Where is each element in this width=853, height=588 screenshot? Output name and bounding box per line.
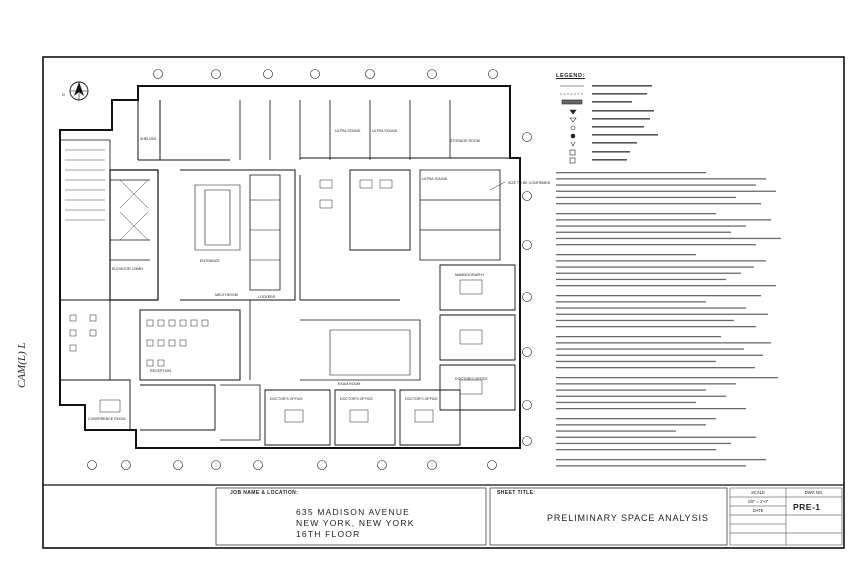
legend-title: LEGEND: [556,73,585,79]
room-reception: RECEPTION [150,369,171,373]
column-grid-bubbles-right [522,132,532,446]
scale-label: SCALE [751,490,765,495]
room-lockers: LOCKERS [258,295,276,299]
room-doctors-office-4: DOCTOR'S OFFICE [455,377,488,381]
room-exam: EXAM ROOM [338,382,360,386]
room-ultra-sound-3: ULTRA SOUND [422,177,448,181]
callout-to-be-confirmed: SIZE TO BE CONFIRMED [508,181,551,185]
north-arrow-icon [69,81,89,101]
column-grid-bubbles-top [153,69,498,79]
room-shelves: SHELVES [140,137,157,141]
column-grid-bubbles-bottom [87,460,497,470]
address-line-2: NEW YORK, NEW YORK [296,518,415,528]
general-notes-block [556,172,781,467]
room-ultra-sound-2: ULTRA SOUND [372,129,398,133]
address-line-1: 635 MADISON AVENUE [296,507,411,517]
room-conference: CONFERENCE ROOM [88,417,125,421]
date-label: DATE [752,508,764,513]
sheet-title: PRELIMINARY SPACE ANALYSIS [547,513,709,523]
handwritten-side-note: CAM(L) L [16,342,28,388]
room-elevator-lobby: ELEVATOR LOBBY [112,267,144,271]
job-name-label: JOB NAME & LOCATION: [230,490,299,496]
legend-symbols [560,85,584,164]
title-block-grid [729,487,843,546]
sheet-border [42,56,845,549]
room-doctors-office-1: DOCTOR'S OFFICE [270,397,303,401]
sheet-title-label: SHEET TITLE: [497,490,536,496]
legend-text-lines [592,85,658,161]
north-label: N [62,93,65,97]
floor-plan [59,85,521,449]
room-doctors-office-2: DOCTOR'S OFFICE [340,397,373,401]
drawing-number: PRE-1 [793,502,821,512]
furniture [69,179,483,423]
scale-value: 1/8" = 1'-0" [747,499,769,504]
room-storage: STORAGE ROOM [450,139,480,143]
room-mammography: MAMMOGRAPHY [455,273,485,277]
room-ultra-sound-1: ULTRA SOUND [335,129,361,133]
job-address: 635 MADISON AVENUE NEW YORK, NEW YORK 16… [296,507,446,540]
dwg-label: DWG NO. [804,490,824,495]
address-line-3: 16TH FLOOR [296,529,361,539]
room-doctors-office-3: DOCTOR'S OFFICE [405,397,438,401]
room-entrance: ENTRANCE [200,259,220,263]
room-mech: MECH ROOM [215,293,238,297]
